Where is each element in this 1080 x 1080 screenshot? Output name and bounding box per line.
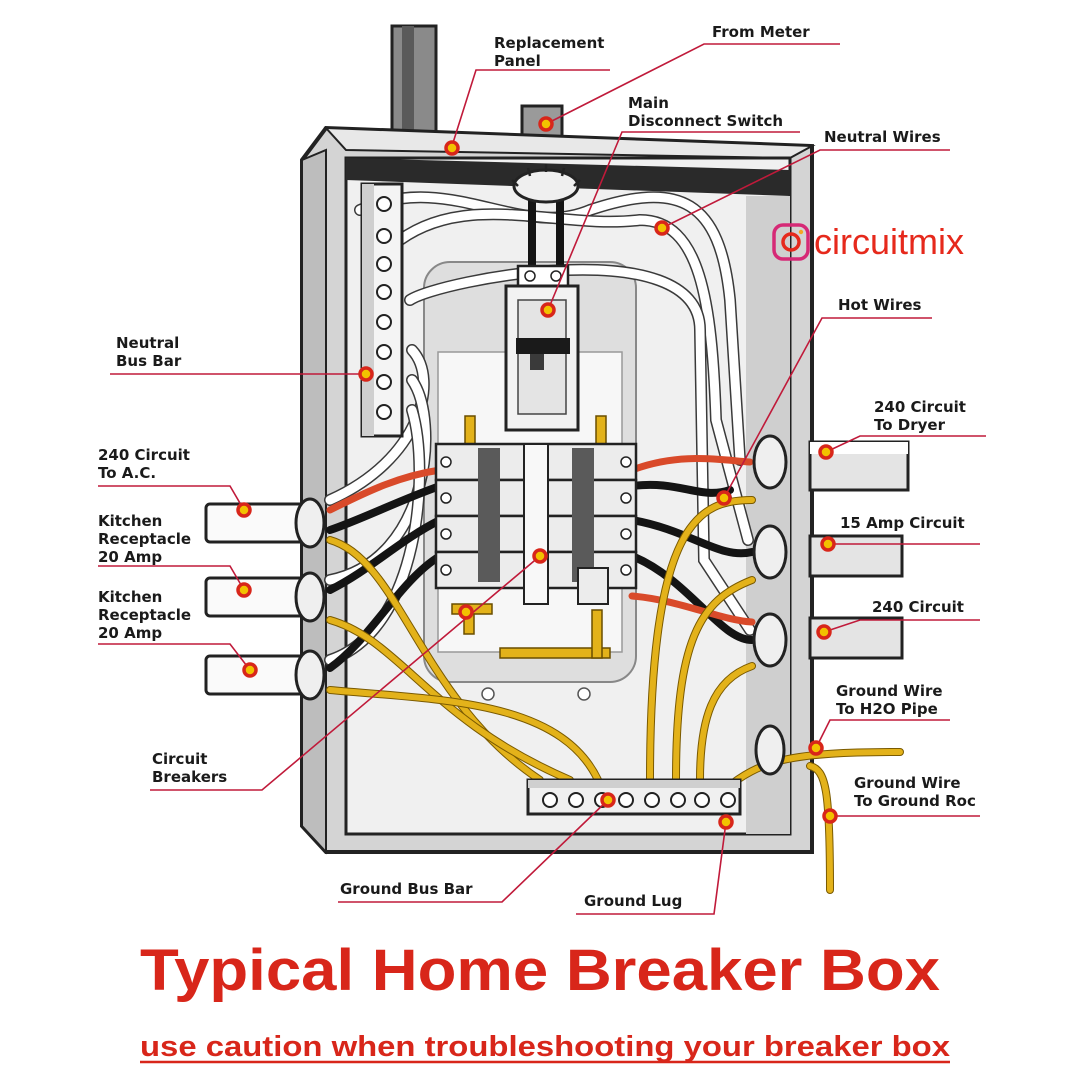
breaker-box-illustration (204, 24, 910, 894)
marker-240-circuit (816, 624, 832, 640)
hot-wires (326, 186, 756, 672)
marker-neutral-bus-bar (358, 366, 374, 382)
label-from-meter: From Meter (712, 23, 810, 41)
marker-kitchen-2 (242, 662, 258, 678)
leader-lines (98, 43, 986, 915)
marker-ground-h2o (808, 740, 824, 756)
marker-ground-lug (718, 814, 734, 830)
marker-left-conduit-3 (458, 604, 474, 620)
main-disconnect-switch (504, 264, 580, 432)
marker-replacement-panel (444, 140, 460, 156)
marker-ground-rod (822, 808, 838, 824)
brand-watermark: circuitmix (772, 221, 964, 262)
label-neutral-wires: Neutral Wires (824, 128, 941, 146)
marker-kitchen-1 (236, 582, 252, 598)
marker-15-amp (820, 536, 836, 552)
ground-wires (326, 496, 904, 894)
label-hot-wires: Hot Wires (838, 296, 922, 314)
instagram-icon (772, 223, 810, 261)
marker-ground-bus-bar (600, 792, 616, 808)
marker-circuit-breakers (532, 548, 548, 564)
top-cable-clamp (511, 164, 581, 204)
marker-from-meter (538, 116, 554, 132)
ground-bus-bar (526, 778, 742, 816)
marker-main-disconnect (540, 302, 556, 318)
page-subtitle: use caution when troubleshooting your br… (140, 1031, 950, 1063)
label-ground-bus-bar: Ground Bus Bar (340, 880, 473, 898)
page-title: Typical Home Breaker Box (140, 938, 940, 1003)
marker-240-ac (236, 502, 252, 518)
right-cable-clamps (752, 434, 910, 776)
label-ground-lug: Ground Lug (584, 892, 682, 910)
marker-neutral-wires (654, 220, 670, 236)
label-15-amp: 15 Amp Circuit (840, 514, 965, 532)
marker-hot-wires (716, 490, 732, 506)
left-conduits (204, 497, 326, 701)
callout-markers (236, 116, 838, 830)
label-240-circuit: 240 Circuit (872, 598, 964, 616)
neutral-bus-bar (360, 182, 404, 438)
marker-240-dryer (818, 444, 834, 460)
brand-handle: circuitmix (814, 221, 964, 262)
